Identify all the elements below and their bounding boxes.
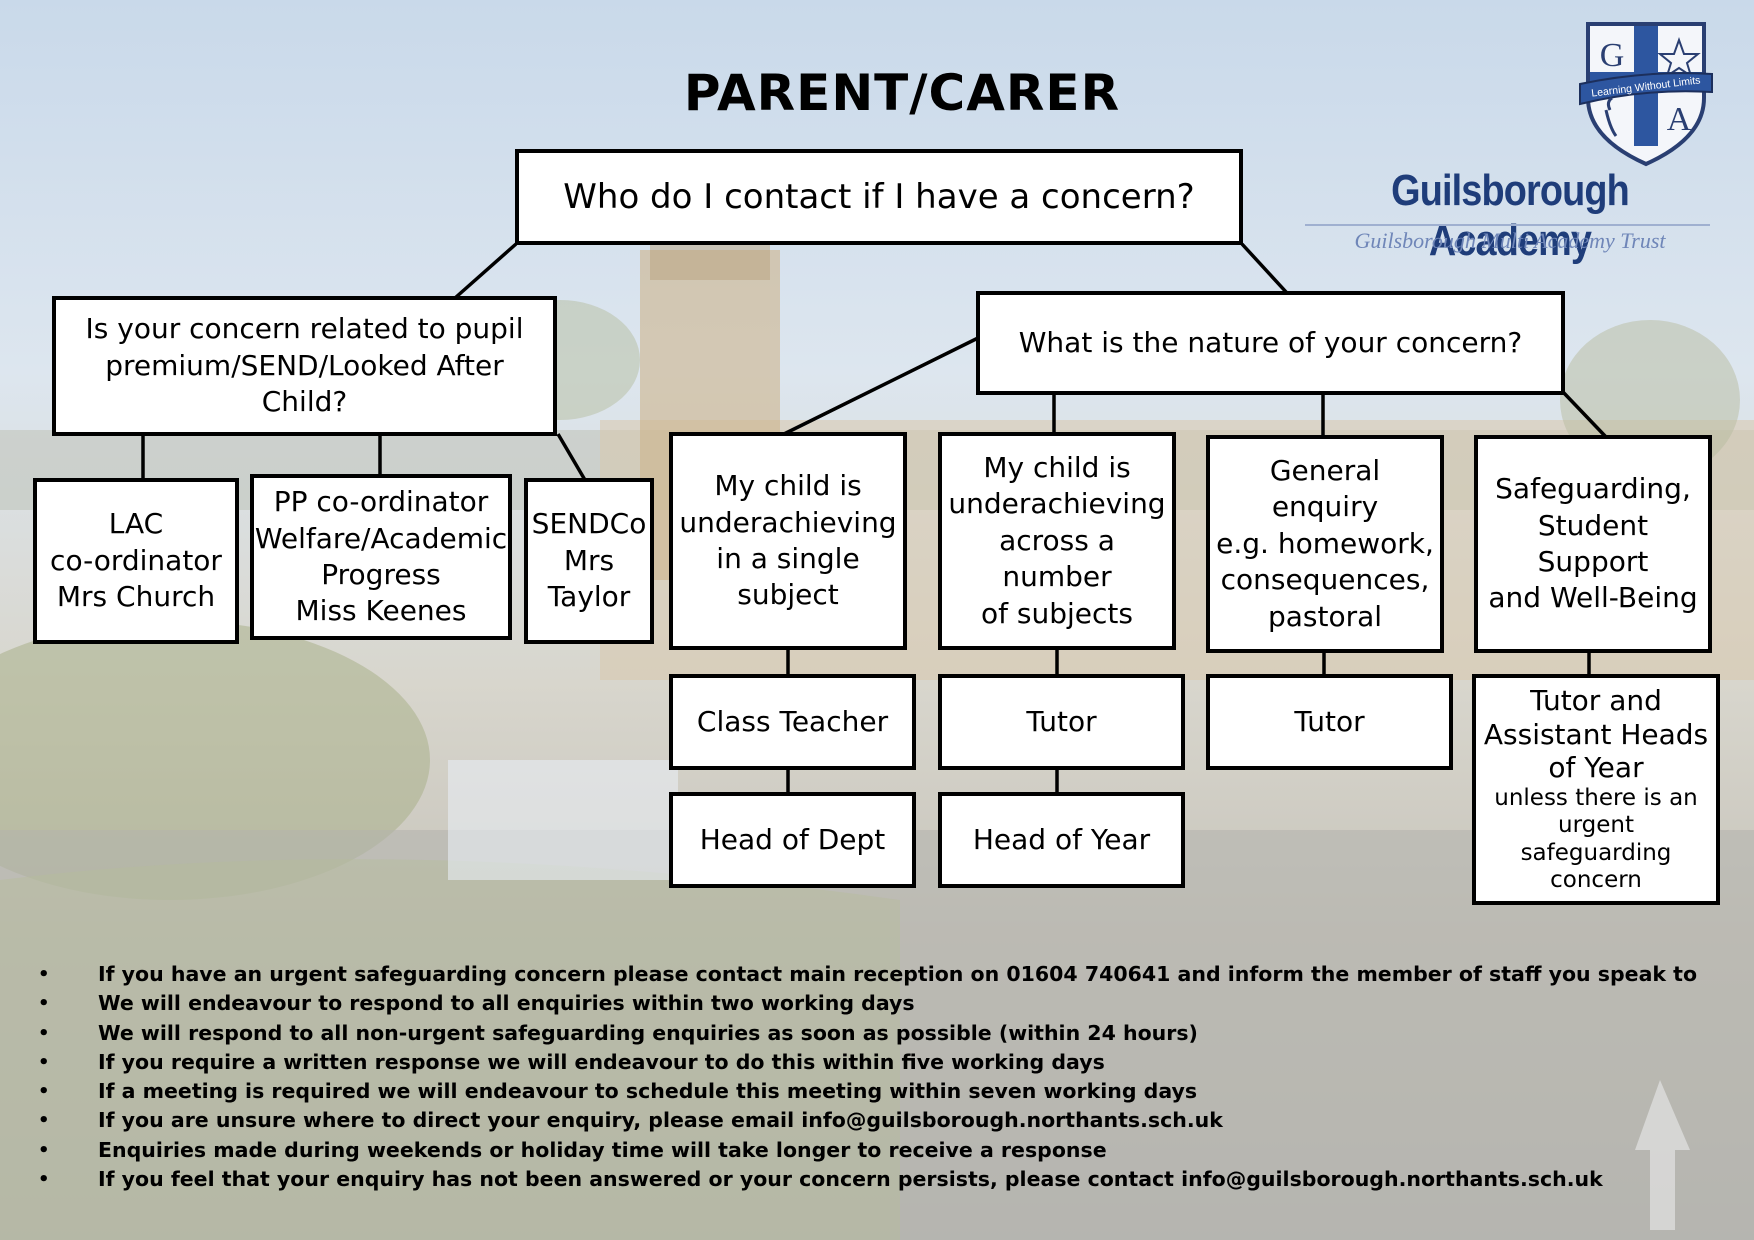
multiple-subjects-line: of subjects (981, 596, 1133, 630)
safeguarding-note-line: urgent safeguarding (1520, 812, 1672, 866)
tutor-box-general: Tutor (1206, 674, 1453, 770)
general-enquiry-line: e.g. homework, (1216, 526, 1434, 560)
crest-torch-icon (1604, 96, 1618, 137)
general-enquiry-box: General enquiry e.g. homework, consequen… (1206, 435, 1444, 653)
pp-line: Miss Keenes (295, 594, 467, 628)
root-question: Who do I contact if I have a concern? (563, 176, 1195, 217)
single-subject-line: subject (737, 578, 839, 612)
tutor-label: Tutor (1026, 704, 1097, 738)
multiple-subjects-line: across a number (999, 523, 1115, 594)
pp-line: PP co-ordinator (273, 485, 489, 519)
left-question-line: premium/SEND/Looked After Child? (105, 348, 504, 419)
pp-line: Welfare/Academic (254, 521, 508, 555)
safeguarding-box: Safeguarding, Student Support and Well-B… (1474, 435, 1712, 653)
safeguarding-contact-line: of Year (1548, 751, 1644, 785)
logo-divider (1305, 224, 1710, 226)
crest-letter-a: A (1667, 101, 1692, 138)
pp-coordinator-box: PP co-ordinator Welfare/Academic Progres… (250, 474, 512, 640)
safeguarding-note-line: unless there is an (1494, 784, 1698, 811)
note-item: If you require a written response we wil… (30, 1048, 1697, 1078)
class-teacher-box: Class Teacher (669, 674, 916, 770)
left-question-line: Is your concern related to pupil (85, 312, 524, 346)
general-enquiry-line: consequences, (1220, 563, 1430, 597)
single-subject-line: in a single (716, 542, 860, 575)
trust-name: Guilsborough Multi Academy Trust (1354, 228, 1666, 253)
lac-line: LAC (108, 507, 164, 541)
safeguarding-line: and Well-Being (1488, 581, 1698, 615)
lac-line: Mrs Church (56, 580, 216, 614)
sendco-line: SENDCo (531, 507, 647, 541)
sendco-line: Mrs (563, 543, 615, 577)
lac-coordinator-box: LAC co-ordinator Mrs Church (33, 478, 239, 644)
multiple-subjects-line: underachieving (948, 487, 1166, 521)
pp-line: Progress (321, 558, 441, 591)
head-of-year-label: Head of Year (972, 822, 1151, 856)
safeguarding-contact-line: Assistant Heads (1483, 717, 1709, 751)
root-question-box: Who do I contact if I have a concern? (515, 149, 1243, 245)
connector-line (556, 433, 587, 481)
head-of-year-box: Head of Year (938, 792, 1185, 888)
tutor-box-multiple: Tutor (938, 674, 1185, 770)
left-question-box: Is your concern related to pupil premium… (52, 296, 557, 436)
crest-icon: G A Learning Without Limits (1579, 22, 1713, 167)
note-item: If you are unsure where to direct your e… (30, 1106, 1697, 1136)
right-question-box: What is the nature of your concern? (976, 291, 1565, 395)
sendco-box: SENDCo Mrs Taylor (524, 478, 654, 644)
multiple-subjects-line: My child is (983, 451, 1131, 485)
general-enquiry-line: pastoral (1267, 599, 1383, 633)
class-teacher-label: Class Teacher (696, 704, 889, 738)
head-of-dept-box: Head of Dept (669, 792, 916, 888)
page-title: PARENT/CARER (683, 64, 1121, 122)
safeguarding-note-line: concern (1550, 867, 1642, 894)
note-item: If you have an urgent safeguarding conce… (30, 960, 1697, 990)
safeguarding-line: Safeguarding, (1495, 472, 1691, 506)
notes-list: If you have an urgent safeguarding conce… (30, 960, 1697, 1195)
sendco-line: Taylor (547, 580, 631, 614)
note-item: We will respond to all non-urgent safegu… (30, 1019, 1697, 1049)
multiple-subjects-box: My child is underachieving across a numb… (938, 432, 1176, 650)
connector-line (453, 242, 518, 300)
head-of-dept-label: Head of Dept (699, 822, 886, 856)
note-item: We will endeavour to respond to all enqu… (30, 989, 1697, 1019)
right-question: What is the nature of your concern? (1018, 325, 1523, 359)
general-enquiry-line: General enquiry (1269, 454, 1381, 524)
single-subject-line: My child is (714, 469, 862, 503)
lac-line: co-ordinator (50, 543, 222, 577)
safeguarding-contact-line: Tutor and (1530, 683, 1662, 717)
note-item: Enquiries made during weekends or holida… (30, 1136, 1697, 1166)
crest-star-icon (1657, 37, 1701, 79)
note-item: If you feel that your enquiry has not be… (30, 1165, 1697, 1195)
single-subject-line: underachieving (679, 505, 897, 539)
connector-line (783, 336, 979, 436)
tutor-label: Tutor (1294, 704, 1365, 738)
safeguarding-line: Student Support (1537, 508, 1649, 578)
connector-line (1240, 242, 1289, 295)
connector-line (1561, 390, 1608, 439)
safeguarding-contact-box: Tutor and Assistant Heads of Year unless… (1472, 674, 1720, 905)
note-item: If a meeting is required we will endeavo… (30, 1077, 1697, 1107)
single-subject-box: My child is underachieving in a single s… (669, 432, 907, 650)
crest-letter-g: G (1600, 37, 1625, 74)
